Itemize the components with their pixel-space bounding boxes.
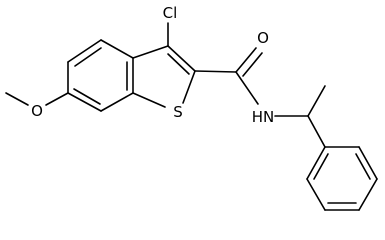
molecule-structure-diagram: Cl O S HN O bbox=[5, 4, 378, 211]
amide-nitrogen-atom-label: HN bbox=[252, 108, 275, 126]
bond-c3a-c3 bbox=[132, 45, 169, 59]
sulfur-atom-label: S bbox=[173, 103, 183, 121]
bond-c7a-c7 bbox=[100, 92, 134, 112]
bond-c7-c6-inner bbox=[73, 88, 101, 105]
bond-c2-carbonyl bbox=[194, 70, 237, 73]
thiophene-ring bbox=[132, 45, 196, 108]
benzo-ring bbox=[67, 39, 134, 112]
bond-c2-s bbox=[182, 70, 196, 104]
bond-ph-3-4 bbox=[358, 178, 378, 211]
bond-ch-methyl bbox=[307, 85, 326, 117]
bond-o-ring bbox=[45, 92, 69, 106]
bond-c4-c3a bbox=[100, 39, 134, 59]
bond-ph-5-6 bbox=[306, 178, 326, 211]
bond-carbonyl-n bbox=[235, 71, 259, 105]
bond-c3-c2-inner bbox=[167, 53, 190, 75]
bond-ph-6-1 bbox=[306, 146, 326, 180]
bond-s-c7a bbox=[132, 92, 166, 108]
amide-group bbox=[194, 47, 263, 105]
methoxy-group bbox=[5, 92, 69, 106]
methoxy-oxygen-atom-label: O bbox=[31, 102, 43, 120]
bond-c7-c6 bbox=[67, 92, 102, 112]
bond-ph-6-1-inner bbox=[313, 153, 329, 180]
bond-ch-phenyl bbox=[307, 115, 326, 148]
bond-carbonyl-o-1 bbox=[235, 47, 257, 73]
bond-carbonyl-o-2 bbox=[242, 52, 263, 77]
bond-c3-c2 bbox=[167, 45, 196, 72]
bond-ph-2-3-inner bbox=[355, 153, 371, 180]
chlorine-atom-label: Cl bbox=[163, 4, 178, 22]
phenyl-ring bbox=[306, 146, 378, 211]
bond-ph-2-3 bbox=[358, 146, 378, 180]
phenylethyl-group bbox=[274, 85, 326, 148]
bond-c5-c4-inner bbox=[74, 47, 102, 67]
carbonyl-oxygen-atom-label: O bbox=[257, 29, 269, 47]
bond-c5-c4 bbox=[67, 39, 102, 63]
bond-methyl-o bbox=[5, 92, 29, 106]
